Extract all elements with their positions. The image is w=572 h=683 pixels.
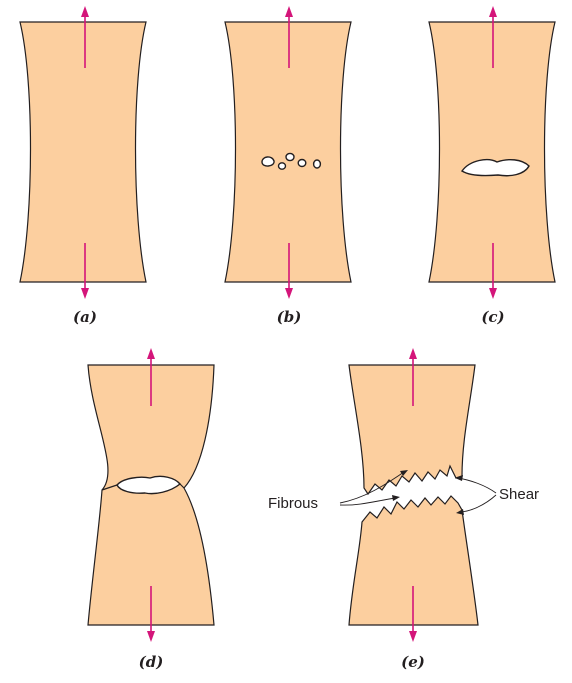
shear-pointer-1 [457, 477, 497, 494]
shear-line-d [101, 483, 185, 491]
arrow-icon [147, 631, 155, 642]
caption-d: (d) [139, 653, 164, 671]
stage-e: Fibrous Shear (e) [268, 348, 539, 671]
specimen-e-upper [348, 364, 476, 496]
stage-a: (a) [19, 6, 147, 326]
arrow-icon [81, 6, 89, 17]
stage-c: (c) [428, 6, 556, 326]
specimen-b [224, 21, 352, 283]
fibrous-pointer-2 [339, 497, 397, 506]
specimen-d [87, 364, 215, 626]
pointer-arrow-icon [456, 509, 464, 515]
microvoid [312, 159, 322, 169]
fibrous-label: Fibrous [268, 495, 318, 512]
shear-label: Shear [499, 486, 539, 503]
caption-c: (c) [481, 308, 504, 326]
specimen-a [19, 21, 147, 283]
arrow-icon [285, 288, 293, 299]
arrow-icon [285, 6, 293, 17]
arrow-icon [81, 288, 89, 299]
pointer-arrow-icon [455, 475, 463, 481]
arrow-icon [409, 631, 417, 642]
caption-e: (e) [401, 653, 425, 671]
shear-pointers [455, 475, 497, 515]
caption-b: (b) [277, 308, 302, 326]
microvoid [285, 152, 295, 162]
fibrous-pointer-1 [339, 471, 405, 504]
caption-a: (a) [73, 308, 97, 326]
specimen-c [428, 21, 556, 283]
specimen-e-lower [348, 495, 479, 626]
shear-pointer-2 [458, 494, 497, 513]
stage-d: (d) [87, 348, 215, 671]
crack-c [460, 158, 530, 177]
pointer-arrow-icon [400, 470, 408, 476]
arrow-icon [147, 348, 155, 359]
microvoid [261, 156, 275, 167]
arrow-icon [409, 348, 417, 359]
arrow-icon [489, 6, 497, 17]
microvoids [261, 152, 322, 170]
microvoid [277, 162, 287, 170]
microvoid [297, 158, 307, 168]
stage-b: (b) [224, 6, 352, 326]
pointer-arrow-icon [392, 495, 400, 501]
arrow-icon [489, 288, 497, 299]
fibrous-pointers [339, 470, 408, 506]
